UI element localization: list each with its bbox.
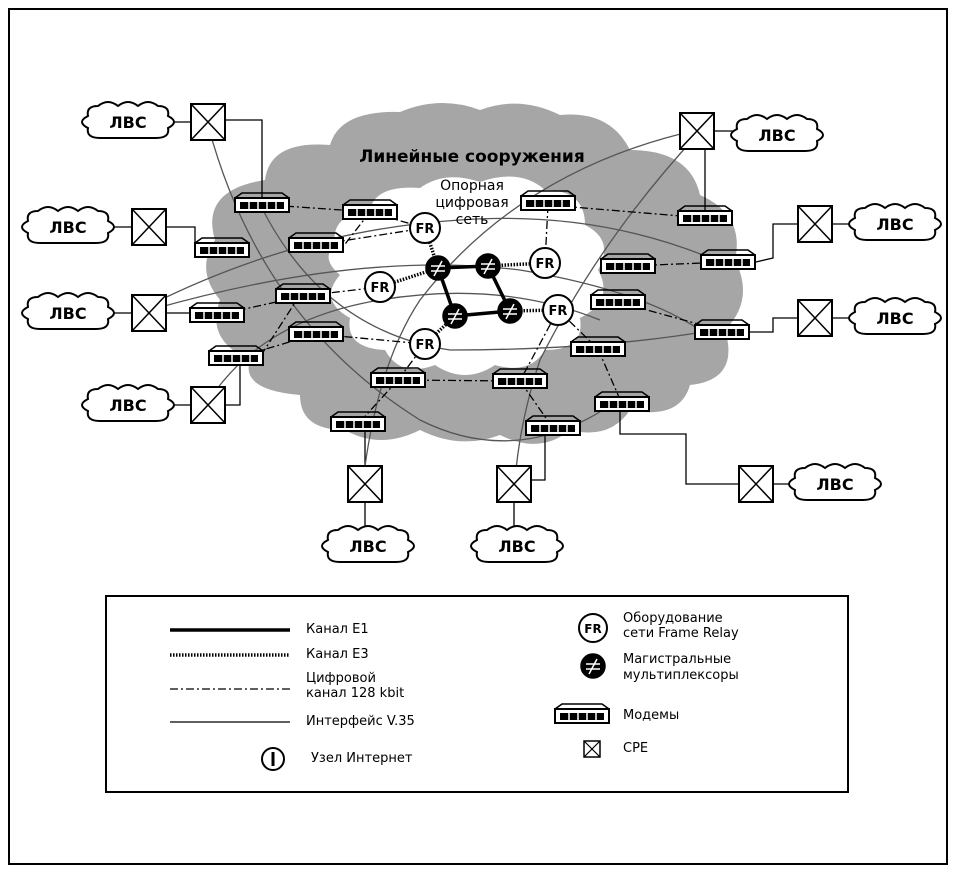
core-network-label-line3: сеть: [456, 212, 489, 228]
mux-node: [475, 253, 501, 279]
legend-modems-label: Модемы: [623, 708, 680, 723]
lan-cloud: ЛВС: [321, 525, 415, 563]
lan-label: ЛВС: [49, 218, 86, 237]
fr-node: FR: [409, 328, 441, 360]
fr-label: FR: [416, 222, 435, 237]
fr-node: FR: [542, 294, 574, 326]
lan-label: ЛВС: [109, 396, 146, 415]
lan-cloud: ЛВС: [848, 297, 942, 335]
linear-structures-title: Линейные сооружения: [359, 147, 585, 167]
cpe-box: [347, 465, 383, 503]
lan-cloud: ЛВС: [81, 101, 175, 139]
cpe-box: [131, 208, 167, 246]
legend-mux-icon: [580, 653, 606, 679]
mux-node: [425, 255, 451, 281]
lan-cloud: ЛВС: [81, 384, 175, 422]
legend-graphics: FR: [105, 595, 849, 793]
outer-frame: [8, 8, 948, 865]
lan-label: ЛВС: [876, 215, 913, 234]
legend-modem-icon: [554, 703, 610, 724]
legend-cpe-label: CPE: [623, 741, 649, 756]
legend-fr-label-line1: Оборудование: [623, 611, 723, 626]
legend-mux-label-line2: мультиплексоры: [623, 668, 739, 683]
lan-label: ЛВС: [349, 537, 386, 556]
legend-128-label-line1: Цифровой: [306, 671, 376, 686]
fr-node: FR: [409, 212, 441, 244]
lan-cloud: ЛВС: [470, 525, 564, 563]
lan-label: ЛВС: [758, 126, 795, 145]
cpe-box: [797, 205, 833, 243]
cpe-box: [131, 294, 167, 332]
cpe-box: [496, 465, 532, 503]
cpe-box: [190, 103, 226, 141]
legend-internet-node-label: Узел Интернет: [311, 751, 413, 766]
fr-label: FR: [371, 281, 390, 296]
lan-cloud: ЛВС: [21, 292, 115, 330]
lan-cloud: ЛВС: [848, 203, 942, 241]
cpe-box: [679, 112, 715, 150]
legend-internet-node-icon: [261, 747, 285, 771]
cpe-box: [738, 465, 774, 503]
lan-label: ЛВС: [876, 309, 913, 328]
lan-cloud: ЛВС: [21, 206, 115, 244]
cpe-box: [190, 386, 226, 424]
mux-node: [497, 298, 523, 324]
cpe-box: [797, 299, 833, 337]
legend-cpe-icon: [583, 740, 601, 758]
fr-label: FR: [536, 257, 555, 272]
fr-node: FR: [364, 271, 396, 303]
legend-128-label-line2: канал 128 kbit: [306, 686, 405, 701]
legend-fr-icon-label: FR: [584, 622, 601, 636]
mux-node: [442, 303, 468, 329]
fr-label: FR: [416, 338, 435, 353]
lan-label: ЛВС: [498, 537, 535, 556]
legend-mux-label-line1: Магистральные: [623, 652, 732, 667]
fr-label: FR: [549, 304, 568, 319]
core-network-label-line1: Опорная: [440, 178, 504, 194]
lan-cloud: ЛВС: [788, 463, 882, 501]
lan-label: ЛВС: [49, 304, 86, 323]
legend-e3-label: Канал Е3: [306, 647, 369, 662]
core-network-label-line2: цифровая: [435, 195, 508, 211]
legend-e1-label: Канал Е1: [306, 622, 369, 637]
lan-label: ЛВС: [109, 113, 146, 132]
legend-fr-label-line2: сети Frame Relay: [623, 626, 739, 641]
fr-node: FR: [529, 247, 561, 279]
legend-v35-label: Интерфейс V.35: [306, 714, 415, 729]
lan-cloud: ЛВС: [730, 114, 824, 152]
legend-fr-icon: FR: [578, 613, 608, 643]
lan-label: ЛВС: [816, 475, 853, 494]
